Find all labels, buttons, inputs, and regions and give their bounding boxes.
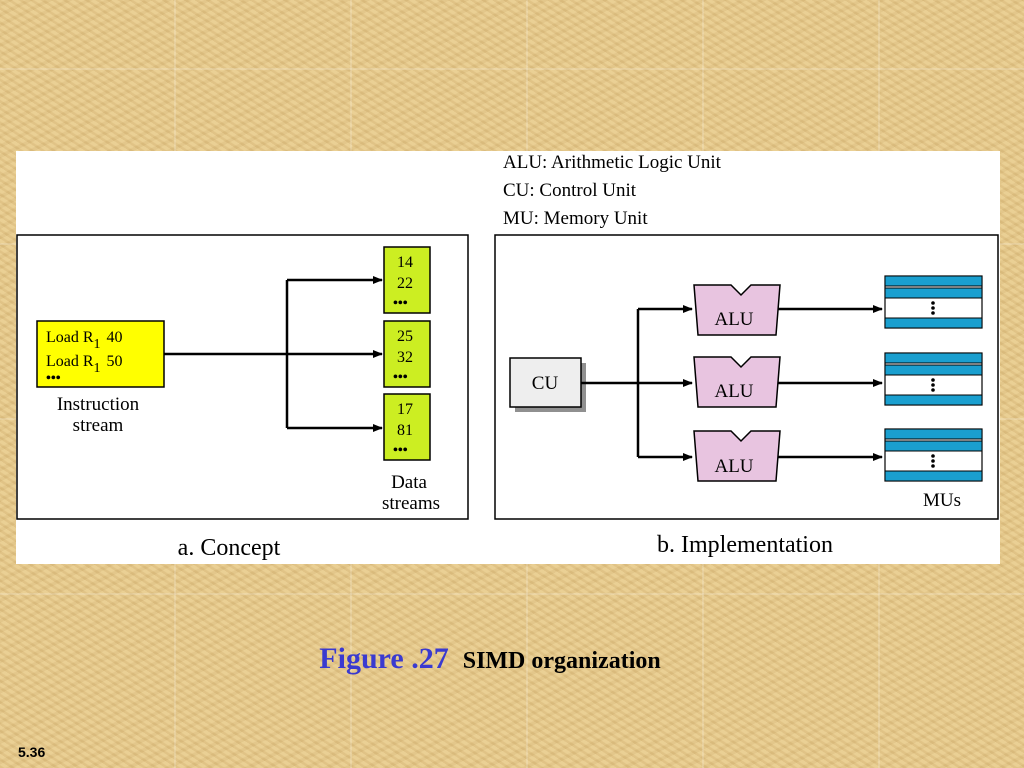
- instruction-line-1: Load R1 40: [46, 329, 123, 352]
- data-box-2-ellipsis: •••: [393, 370, 408, 385]
- implementation-frame: [494, 234, 999, 520]
- concept-subtitle: a. Concept: [178, 535, 281, 561]
- figure-caption: Figure .27 SIMD organization: [0, 642, 980, 676]
- simd-diagram: ALU: Arithmetic Logic Unit CU: Control U…: [16, 152, 999, 561]
- alu-2: ALU: [693, 356, 781, 408]
- mu-2: [884, 352, 983, 406]
- instruction-1-subscript: 1: [94, 337, 101, 352]
- instruction-label-line1: Instruction: [57, 394, 140, 415]
- data-box-2-b: 32: [397, 349, 413, 366]
- legend-cu: CU: Control Unit: [503, 180, 637, 201]
- alu-1: ALU: [693, 284, 781, 336]
- data-label-line1: Data: [391, 472, 427, 493]
- figure-panel: ALU: Arithmetic Logic Unit CU: Control U…: [16, 151, 1000, 564]
- alu-2-label: ALU: [714, 381, 753, 402]
- data-box-1: 14 22 •••: [383, 246, 431, 314]
- data-label-line2: streams: [382, 493, 440, 514]
- figure-title: SIMD organization: [462, 648, 661, 674]
- data-box-3-a: 17: [397, 401, 413, 418]
- data-box-3-ellipsis: •••: [393, 443, 408, 458]
- instruction-2-subscript: 1: [94, 361, 101, 376]
- data-box-1-ellipsis: •••: [393, 296, 408, 311]
- instruction-line-2: Load R1 50: [46, 353, 123, 376]
- instruction-1-operand: 40: [107, 329, 123, 346]
- mu-1: [884, 275, 983, 329]
- instruction-1-text: Load R: [46, 329, 94, 346]
- cu-label: CU: [532, 373, 559, 394]
- data-box-1-b: 22: [397, 275, 413, 292]
- slide-number: 5.36: [18, 744, 46, 760]
- mu-3: [884, 428, 983, 482]
- alu-3: ALU: [693, 430, 781, 482]
- alu-1-label: ALU: [714, 309, 753, 330]
- instruction-label-line2: stream: [73, 415, 124, 436]
- data-box-2-a: 25: [397, 328, 413, 345]
- cu-box: CU: [509, 357, 586, 412]
- data-box-3-b: 81: [397, 422, 413, 439]
- instruction-2-operand: 50: [107, 353, 123, 370]
- instruction-ellipsis: •••: [46, 371, 61, 386]
- legend-alu: ALU: Arithmetic Logic Unit: [503, 152, 722, 173]
- concept-frame: [16, 234, 469, 520]
- alu-3-label: ALU: [714, 456, 753, 477]
- legend-mu: MU: Memory Unit: [503, 208, 648, 229]
- data-box-2: 25 32 •••: [383, 320, 431, 388]
- figure-number: Figure .27: [319, 642, 449, 675]
- implementation-subtitle: b. Implementation: [657, 532, 833, 558]
- instruction-2-text: Load R: [46, 353, 94, 370]
- mu-label: MUs: [923, 490, 961, 511]
- instruction-box: [36, 320, 165, 388]
- data-box-3: 17 81 •••: [383, 393, 431, 461]
- data-box-1-a: 14: [397, 254, 413, 271]
